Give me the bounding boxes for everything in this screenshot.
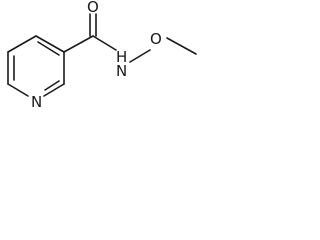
ring-to-carbonyl-bond xyxy=(63,35,94,53)
amide-nitrogen-label: N xyxy=(116,62,127,80)
amide-nitrogen: H N xyxy=(116,48,127,80)
pyridine-nitrogen: N xyxy=(31,93,42,111)
carbonyl-to-amide-bond xyxy=(92,35,117,51)
ring-bond-5 xyxy=(7,83,29,97)
pyridine-nitrogen-label: N xyxy=(31,93,42,111)
structure-canvas: N O H N O xyxy=(0,0,220,134)
carbonyl-oxygen-label: O xyxy=(87,0,99,16)
ring-bond-1 xyxy=(7,35,37,53)
ring-double-bond-2 xyxy=(37,41,60,56)
ring-bond-2 xyxy=(35,35,65,53)
carbonyl-group: O xyxy=(87,0,99,37)
methoxy-methyl-bond xyxy=(166,37,197,55)
pyridine-ring xyxy=(7,35,65,97)
methoxy-oxygen: O xyxy=(150,30,162,48)
methoxy-oxygen-label: O xyxy=(150,30,162,48)
amide-hydrogen-label: H xyxy=(116,48,127,66)
amide-to-oxygen-bond xyxy=(129,49,151,63)
ring-double-bond-3 xyxy=(44,80,60,91)
ring-bond-4 xyxy=(43,83,65,97)
chemical-structure-diagram: N O H N O xyxy=(7,0,197,111)
